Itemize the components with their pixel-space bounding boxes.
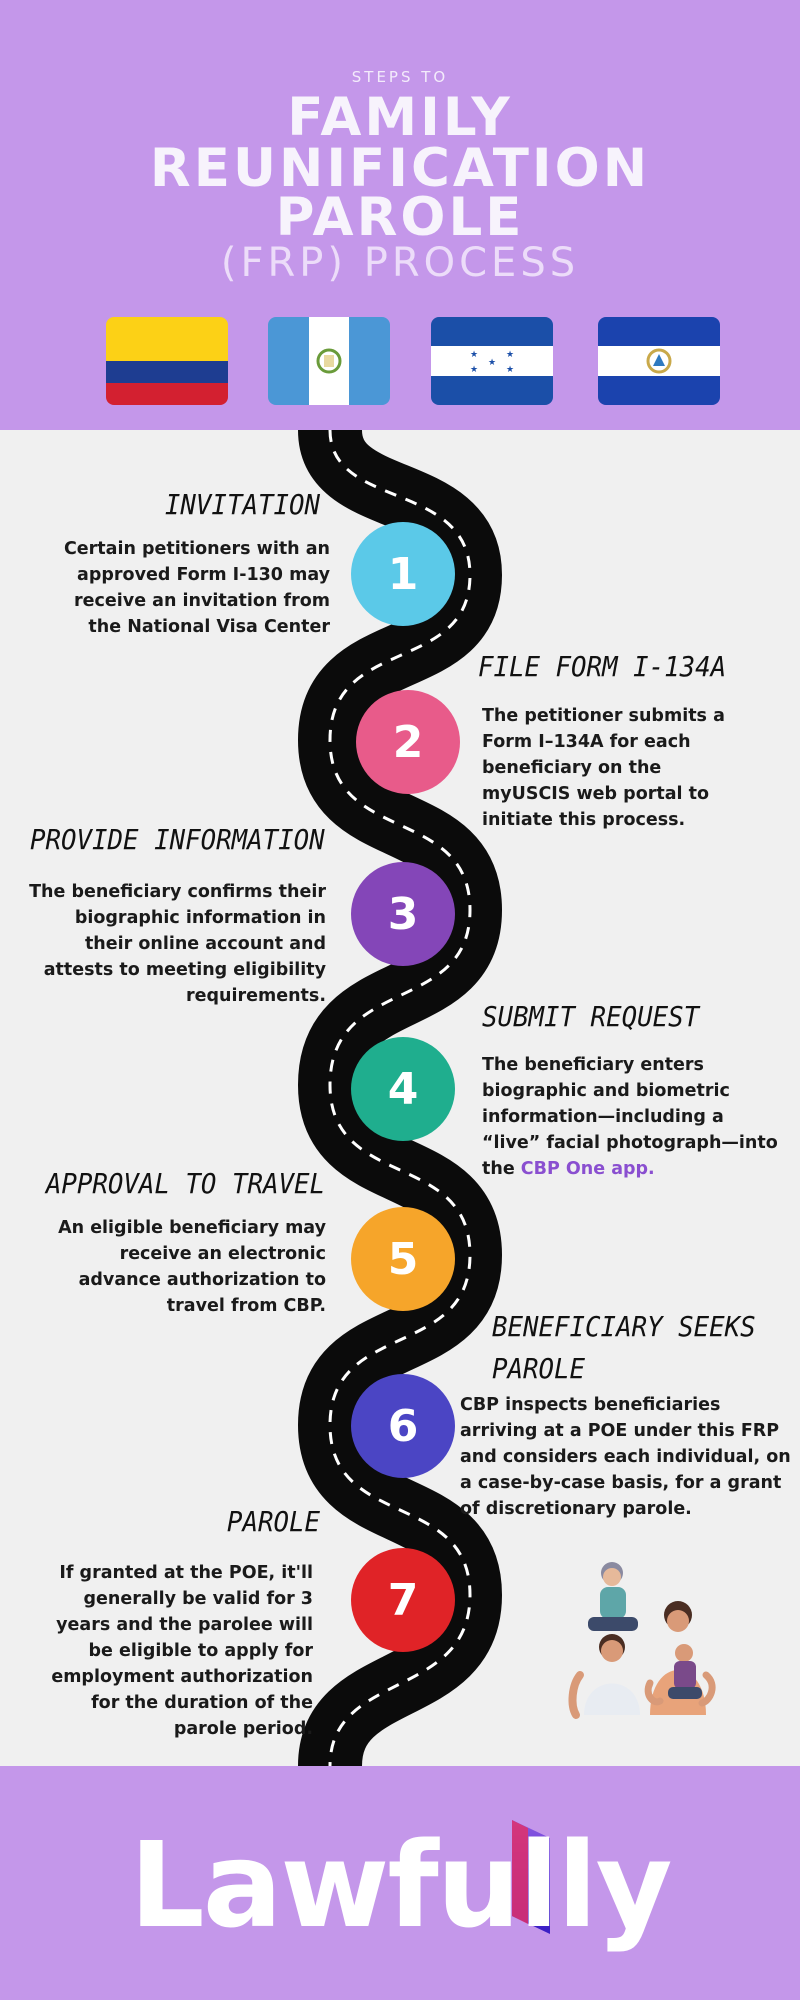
step-3-circle: 3 [351,862,455,966]
title-subtitle: (FRP) PROCESS [220,240,580,286]
lawfully-logo[interactable]: Lawfully [0,1808,800,1958]
step-1-description: Certain petitioners with an approved For… [63,539,330,637]
title-line-3: PAROLE [275,187,525,248]
step-1-title: INVITATION [164,488,320,521]
step-5-circle: 5 [351,1207,455,1311]
svg-text:★: ★ [488,358,496,368]
step-4-circle: 4 [351,1037,455,1141]
step-6-circle: 6 [351,1374,455,1478]
winding-road [0,426,800,1769]
step-4-title: SUBMIT REQUEST [482,1000,700,1033]
step-6-number: 6 [387,1400,419,1452]
honduras-flag: ★ ★ ★ ★ ★ [431,317,553,405]
step-2-title: FILE FORM I-134A [478,650,727,683]
guatemala-flag [268,317,390,405]
step-3-description: The beneficiary confirms their biographi… [29,882,326,1006]
step-3-title: PROVIDE INFORMATION [30,823,325,856]
step-2-number: 2 [392,716,424,768]
step-6-description: CBP inspects beneficiaries arriving at a… [460,1395,791,1519]
step-4-description-text: The beneficiary enters biographic and bi… [482,1055,778,1179]
step-6-title-line-1: BENEFICIARY SEEKS [492,1310,756,1343]
colombia-flag [106,317,228,405]
footer-banner [0,1766,800,2000]
step-2-circle: 2 [356,690,460,794]
svg-text:★: ★ [470,350,478,360]
logo-wordmark: Lawfully [130,1816,671,1954]
step-7-title: PAROLE [226,1505,320,1538]
step-1-number: 1 [387,548,419,600]
step-5-description: An eligible beneficiary may receive an e… [58,1218,326,1316]
step-4-number: 4 [387,1063,419,1115]
step-5-title: APPROVAL TO TRAVEL [45,1167,325,1200]
step-6-title-line-2: PAROLE [492,1352,586,1385]
cbp-one-app-link[interactable]: CBP One app. [520,1159,655,1179]
step-1-circle: 1 [351,522,455,626]
title-line-2: REUNIFICATION [149,138,651,199]
svg-text:★: ★ [470,365,478,375]
title-kicker: STEPS TO [351,68,449,86]
step-7-number: 7 [387,1574,419,1626]
el-salvador-flag [598,317,720,405]
title-line-1: FAMILY [287,87,513,148]
step-7-circle: 7 [351,1548,455,1652]
step-4-description: The beneficiary enters biographic and bi… [482,1052,782,1182]
step-5-number: 5 [387,1233,419,1285]
step-3-number: 3 [387,888,419,940]
step-2-description: The petitioner submits a Form I–134A for… [482,706,725,830]
family-illustration [550,1555,740,1725]
svg-text:★: ★ [506,350,514,360]
step-7-description: If granted at the POE, it'll generally b… [51,1563,313,1739]
svg-text:★: ★ [506,365,514,375]
